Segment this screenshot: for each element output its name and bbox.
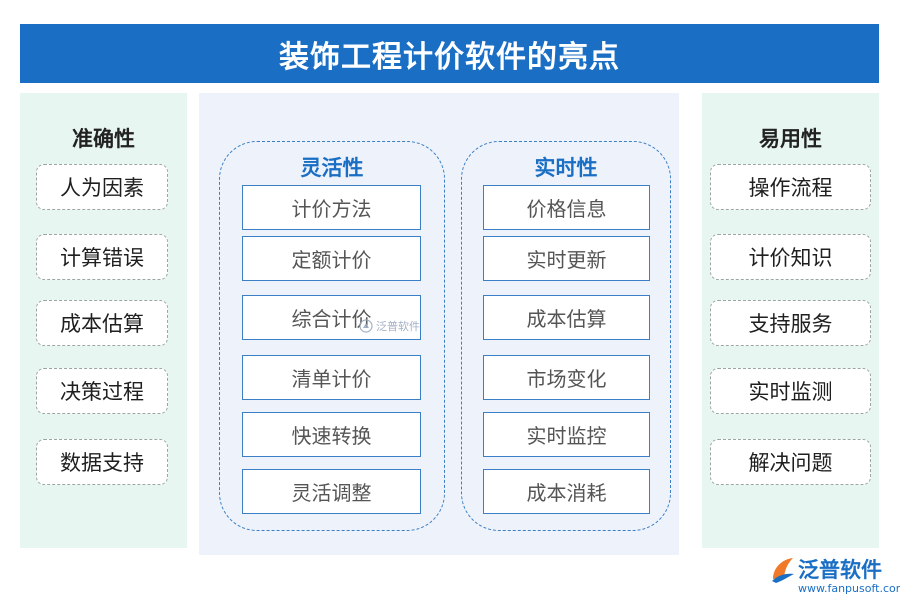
usability-title: 易用性: [759, 126, 822, 151]
watermark: 泛普软件: [359, 318, 420, 334]
usability-item: 实时监测: [710, 368, 871, 414]
flexibility-item: 定额计价: [242, 236, 421, 281]
realtime-item: 市场变化: [483, 355, 650, 400]
fanpu-logo-icon: [772, 558, 794, 583]
realtime-column: 实时性 价格信息 实时更新 成本估算 市场变化 实时监控 成本消耗: [461, 141, 671, 531]
realtime-item: 实时监控: [483, 412, 650, 457]
usability-item: 操作流程: [710, 164, 871, 210]
accuracy-item: 人为因素: [36, 164, 168, 210]
flexibility-item: 清单计价: [242, 355, 421, 400]
usability-panel: 易用性 操作流程 计价知识 支持服务 实时监测 解决问题: [702, 93, 879, 548]
flexibility-item: 快速转换: [242, 412, 421, 457]
accuracy-item: 计算错误: [36, 234, 168, 280]
realtime-item: 价格信息: [483, 185, 650, 230]
flexibility-column: 灵活性 计价方法 定额计价 综合计价 清单计价 快速转换 灵活调整: [219, 141, 445, 531]
page-title: 装饰工程计价软件的亮点: [20, 24, 879, 83]
logo-name: 泛普软件: [798, 558, 882, 582]
accuracy-item: 成本估算: [36, 300, 168, 346]
center-panel: 灵活性 计价方法 定额计价 综合计价 清单计价 快速转换 灵活调整 实时性 价格…: [199, 93, 679, 555]
brand-logo: 泛普软件 www.fanpusoft.com: [770, 553, 900, 598]
flexibility-title: 灵活性: [300, 155, 364, 180]
usability-item: 解决问题: [710, 439, 871, 485]
accuracy-panel: 准确性 人为因素 计算错误 成本估算 决策过程 数据支持: [20, 93, 187, 548]
usability-item: 计价知识: [710, 234, 871, 280]
realtime-item: 成本估算: [483, 295, 650, 340]
accuracy-item: 数据支持: [36, 439, 168, 485]
watermark-text: 泛普软件: [376, 320, 420, 333]
flexibility-item: 综合计价: [242, 295, 421, 340]
flexibility-item: 计价方法: [242, 185, 421, 230]
logo-url: www.fanpusoft.com: [798, 582, 900, 595]
flexibility-item: 灵活调整: [242, 469, 421, 514]
realtime-item: 实时更新: [483, 236, 650, 281]
accuracy-title: 准确性: [72, 126, 135, 151]
usability-item: 支持服务: [710, 300, 871, 346]
accuracy-item: 决策过程: [36, 368, 168, 414]
realtime-title: 实时性: [534, 155, 598, 180]
watermark-logo-icon: [359, 319, 373, 333]
realtime-item: 成本消耗: [483, 469, 650, 514]
